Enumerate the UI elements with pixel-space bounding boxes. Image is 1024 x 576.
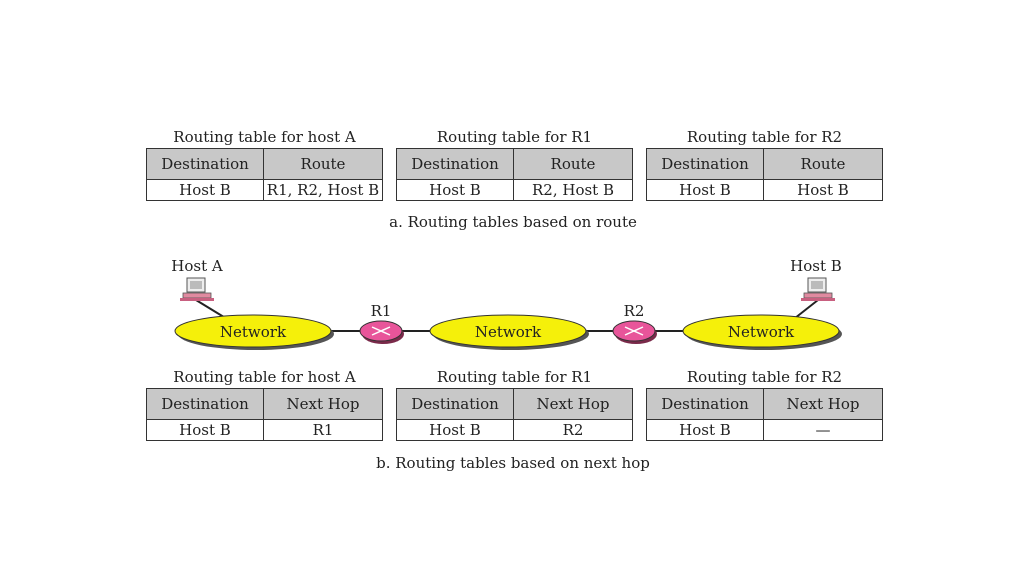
header-destination: Destination xyxy=(396,148,514,180)
caption-b: b. Routing tables based on next hop xyxy=(376,454,650,472)
cell-route: Host B xyxy=(763,179,883,201)
header-next-hop: Next Hop xyxy=(513,388,633,420)
network-label: Network xyxy=(220,323,287,341)
header-route: Route xyxy=(513,148,633,180)
header-destination: Destination xyxy=(396,388,514,420)
router-r2-label: R2 xyxy=(624,302,645,320)
host-b-label: Host B xyxy=(790,257,842,275)
caption-a: a. Routing tables based on route xyxy=(389,213,637,231)
header-route: Route xyxy=(763,148,883,180)
header-next-hop: Next Hop xyxy=(763,388,883,420)
cell-route: R1, R2, Host B xyxy=(263,179,383,201)
computer-icon-host-a xyxy=(180,277,214,301)
cell-destination: Host B xyxy=(396,419,514,441)
table-title: Routing table for R2 xyxy=(686,368,843,386)
network-label: Network xyxy=(728,323,795,341)
header-destination: Destination xyxy=(146,148,264,180)
cell-next-hop: R2 xyxy=(513,419,633,441)
table-title: Routing table for host A xyxy=(173,368,356,386)
cell-destination: Host B xyxy=(396,179,514,201)
header-destination: Destination xyxy=(146,388,264,420)
header-route: Route xyxy=(263,148,383,180)
network-cloud-2: Network xyxy=(429,314,589,350)
router-r1-icon xyxy=(359,320,404,344)
cell-next-hop: — xyxy=(763,419,883,441)
table-title: Routing table for R1 xyxy=(436,128,593,146)
network-cloud-3: Network xyxy=(682,314,842,350)
router-r2-icon xyxy=(612,320,657,344)
network-cloud-1: Network xyxy=(174,314,334,350)
router-r1-label: R1 xyxy=(371,302,392,320)
host-a-label: Host A xyxy=(171,257,223,275)
network-topology: Network Network Network R1 R2 Host A Hos… xyxy=(171,257,842,350)
cell-destination: Host B xyxy=(146,419,264,441)
header-destination: Destination xyxy=(646,148,764,180)
table-title: Routing table for R2 xyxy=(686,128,843,146)
computer-icon-host-b xyxy=(801,277,835,301)
cell-next-hop: R1 xyxy=(263,419,383,441)
network-label: Network xyxy=(475,323,542,341)
cell-destination: Host B xyxy=(146,179,264,201)
header-destination: Destination xyxy=(646,388,764,420)
table-title: Routing table for host A xyxy=(173,128,356,146)
cell-destination: Host B xyxy=(646,419,764,441)
table-title: Routing table for R1 xyxy=(436,368,593,386)
cell-destination: Host B xyxy=(646,179,764,201)
cell-route: R2, Host B xyxy=(513,179,633,201)
header-next-hop: Next Hop xyxy=(263,388,383,420)
